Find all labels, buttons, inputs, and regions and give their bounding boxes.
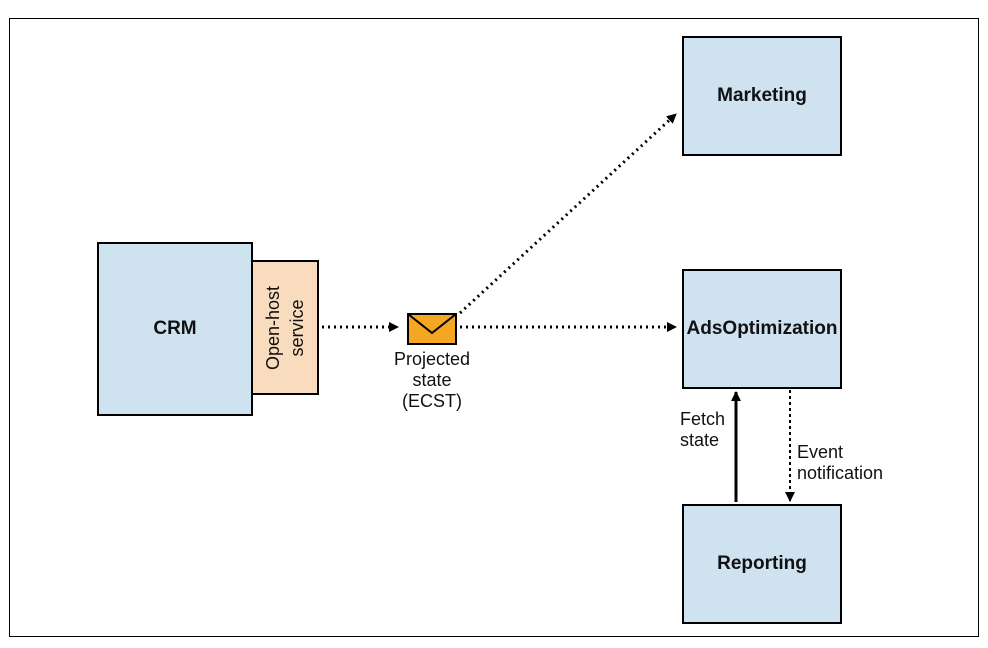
- marketing-label: Marketing: [717, 85, 807, 106]
- crm-box: CRM: [97, 242, 253, 416]
- reporting-box: Reporting: [682, 504, 842, 624]
- crm-label: CRM: [153, 318, 197, 339]
- envelope-icon: [407, 313, 457, 345]
- reporting-label: Reporting: [717, 553, 807, 574]
- open-host-service-label: Open-host service: [263, 285, 307, 370]
- arrow-message-to-marketing: [458, 112, 678, 315]
- marketing-box: Marketing: [682, 36, 842, 156]
- message-label: Projected state (ECST): [393, 349, 471, 411]
- fetch-state-label: Fetch state: [680, 409, 726, 450]
- event-notification-label: Event notification: [797, 442, 884, 483]
- open-host-service-box: Open-host service: [251, 260, 319, 395]
- adsoptimization-box: AdsOptimization: [682, 269, 842, 389]
- adsoptimization-label: AdsOptimization: [686, 318, 838, 339]
